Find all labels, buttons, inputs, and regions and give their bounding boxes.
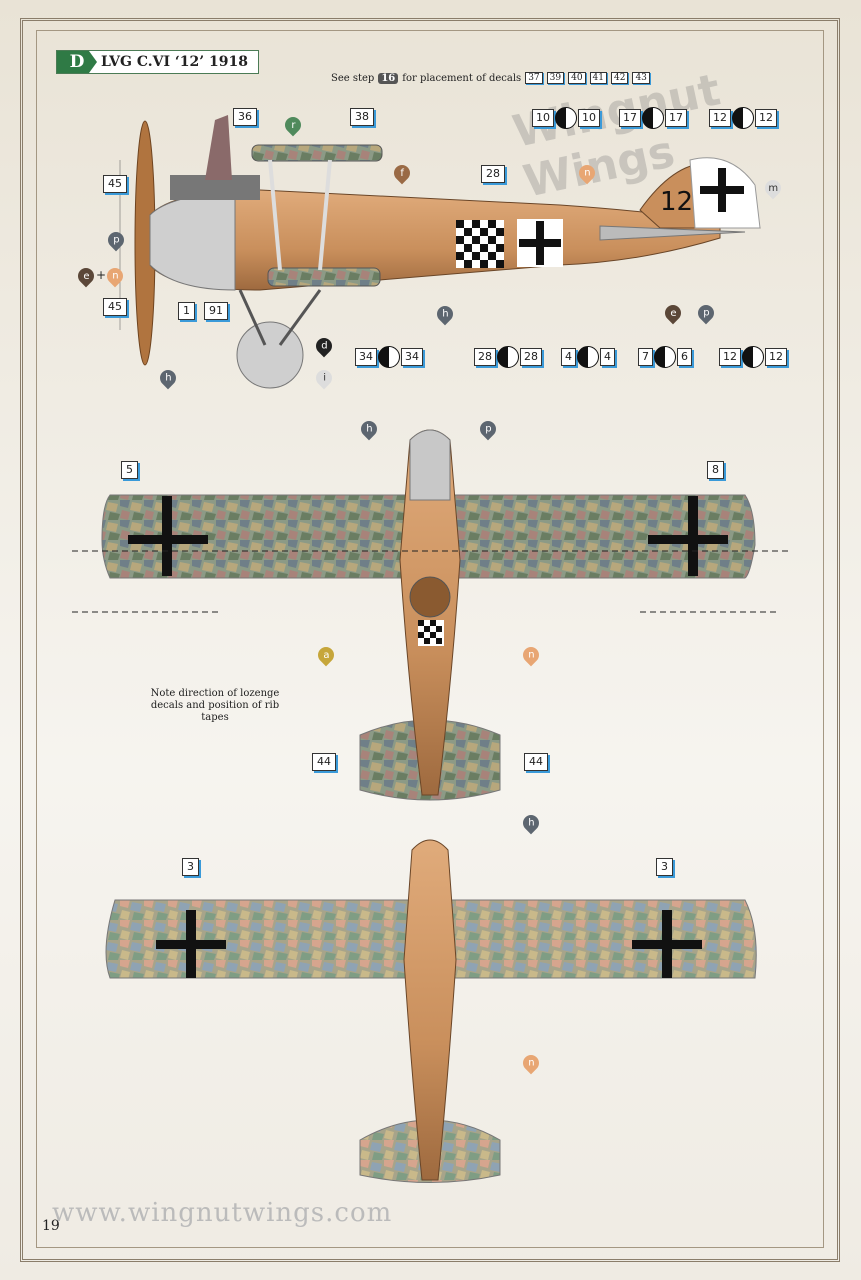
engine-cowling: [149, 191, 236, 291]
landing-wheel: [236, 321, 304, 389]
decal-ref: 39: [546, 72, 565, 84]
side-view: 12: [119, 115, 761, 389]
decal-ref: 43: [632, 72, 650, 84]
decal-callout: 36: [233, 108, 257, 126]
decal-callout: 45: [103, 175, 127, 193]
fuselage-bottom: [403, 839, 457, 1181]
tailplane-side: [599, 225, 746, 241]
decal-ref: 42: [611, 72, 629, 84]
yin-yang-icon: [642, 107, 664, 129]
decal-callout: 1: [178, 302, 195, 320]
profile-header: D LVG C.VI ‘12’ 1918: [56, 50, 259, 74]
fuselage-number: 12: [660, 187, 693, 217]
plus-sign: +: [96, 268, 107, 282]
yin-yang-icon: [732, 107, 754, 129]
see-step-prefix: See step: [331, 72, 375, 84]
exhaust-stack: [205, 115, 232, 180]
see-step-line: See step 16 for placement of decals 37 3…: [331, 72, 650, 84]
lower-wing-side: [267, 267, 381, 287]
upper-wing-side: [251, 144, 383, 162]
page-inner-frame: [36, 30, 824, 1248]
decal-callout: 28: [481, 165, 505, 183]
decal-ref: 37: [525, 72, 543, 84]
decal-callout: 5: [121, 461, 138, 479]
yin-yang-icon: [577, 346, 599, 368]
top-view: [72, 429, 790, 801]
decal-ref: 41: [589, 72, 607, 84]
decal-callout: 3: [656, 858, 673, 876]
page-frame: [20, 18, 840, 1262]
profile-title: LVG C.VI ‘12’ 1918: [101, 54, 248, 70]
decal-callout: 44: [312, 753, 336, 771]
lozenge-note: Note direction of lozenge decals and pos…: [150, 688, 280, 723]
yin-yang-icon: [378, 346, 400, 368]
decal-callout: 45: [103, 298, 127, 316]
bottom-view: [105, 839, 757, 1183]
profile-letter: D: [57, 51, 97, 73]
page-number: 19: [42, 1218, 60, 1234]
decal-callout: 38: [350, 108, 374, 126]
yin-yang-icon: [654, 346, 676, 368]
footer-url: www.wingnutwings.com: [52, 1198, 393, 1228]
decal-callout: 8: [707, 461, 724, 479]
decal-callout: 91: [204, 302, 228, 320]
yin-yang-icon: [497, 346, 519, 368]
see-step-middle: for placement of decals: [402, 72, 522, 84]
yin-yang-icon: [555, 107, 577, 129]
yin-yang-icon: [742, 346, 764, 368]
decal-ref: 40: [568, 72, 586, 84]
step-number: 16: [378, 72, 399, 84]
decal-callout: 3: [182, 858, 199, 876]
decal-callout: 44: [524, 753, 548, 771]
cockpit-top: [409, 576, 451, 618]
